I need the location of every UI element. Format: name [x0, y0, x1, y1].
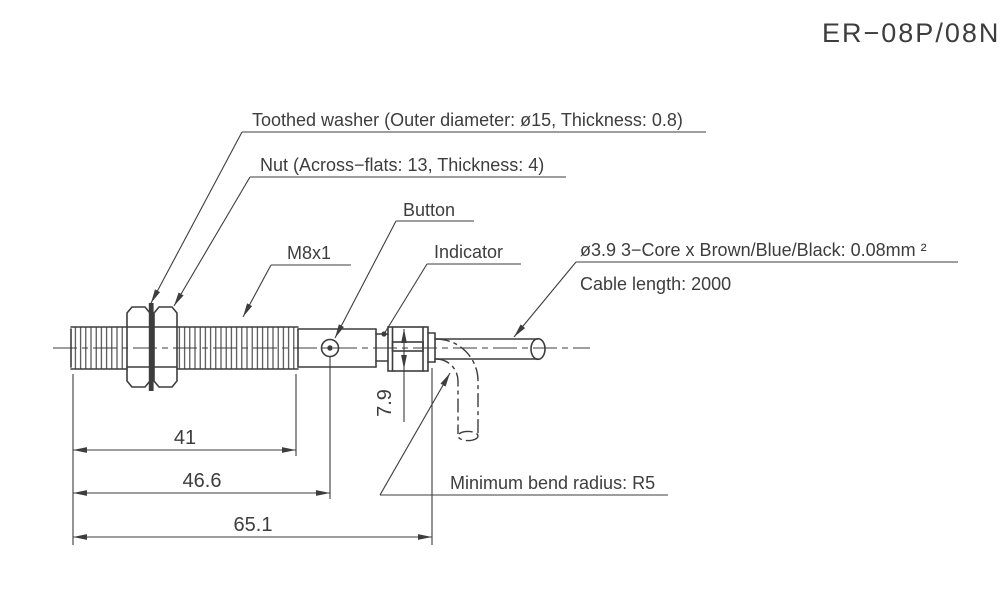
- dimension-indicator-dia: 7.9: [374, 329, 407, 422]
- dim-text-tip-to-button: 46.6: [183, 470, 222, 492]
- callout-thread-spec: M8x1: [242, 243, 351, 318]
- callout-indicator: Indicator: [381, 242, 521, 337]
- part-toothed-washer: [148, 303, 154, 391]
- leader-thread-spec: [242, 264, 272, 318]
- dim-text-thread-length: 41: [174, 427, 196, 449]
- label-cable-spec: ø3.9 3−Core x Brown/Blue/Black: 0.08mm ²: [580, 240, 927, 260]
- callout-nut: Nut (Across−flats: 13, Thickness: 4): [173, 155, 566, 307]
- label-toothed-washer: Toothed washer (Outer diameter: ø15, Thi…: [252, 110, 683, 130]
- callout-min-bend-radius: Minimum bend radius: R5: [379, 372, 668, 496]
- part-cable-bent-phantom: [435, 338, 479, 442]
- leader-indicator: [381, 263, 428, 337]
- leader-button: [334, 220, 397, 339]
- part-button: [320, 338, 340, 358]
- dimension-thread-length: 41: [73, 427, 296, 453]
- label-min-bend-radius: Minimum bend radius: R5: [450, 473, 655, 493]
- label-nut: Nut (Across−flats: 13, Thickness: 4): [260, 155, 544, 175]
- part-nut-left: [126, 306, 151, 388]
- dim-text-indicator-dia: 7.9: [374, 389, 396, 417]
- part-thread-front: [70, 326, 128, 370]
- part-nut-right: [153, 306, 178, 388]
- part-cable: [434, 337, 546, 361]
- callout-cable-spec: ø3.9 3−Core x Brown/Blue/Black: 0.08mm ²…: [513, 240, 958, 338]
- part-thread-rear: [176, 326, 299, 370]
- leader-toothed-washer: [150, 131, 243, 304]
- indicator-window: [391, 341, 424, 352]
- label-cable-length: Cable length: 2000: [580, 274, 731, 294]
- label-indicator: Indicator: [434, 242, 503, 262]
- part-cable-gland: [427, 332, 436, 363]
- label-button: Button: [403, 200, 455, 220]
- callout-button: Button: [334, 200, 474, 339]
- label-thread-spec: M8x1: [287, 243, 331, 263]
- callout-toothed-washer: Toothed washer (Outer diameter: ø15, Thi…: [150, 110, 706, 304]
- part-indicator-collar: [387, 326, 429, 372]
- dimension-overall-length: 65.1: [73, 514, 432, 540]
- leader-min-bend-radius: [379, 372, 451, 496]
- dim-text-overall-length: 65.1: [234, 514, 273, 536]
- leader-nut: [173, 176, 251, 307]
- dimension-tip-to-button: 46.6: [73, 470, 330, 496]
- drawing-title: ER−08P/08N: [822, 18, 1000, 48]
- leader-cable-spec: [513, 261, 577, 338]
- extension-lines: [72, 357, 433, 545]
